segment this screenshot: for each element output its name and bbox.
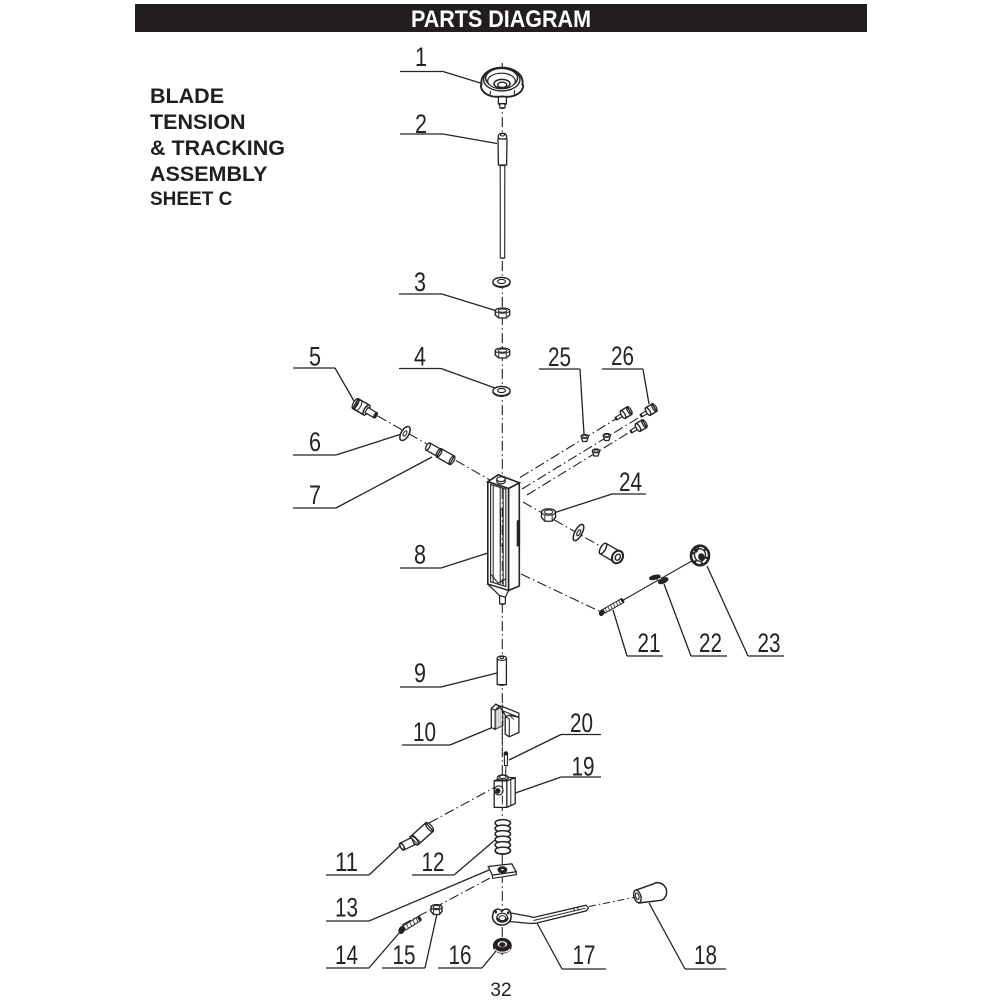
svg-text:32: 32 — [490, 980, 511, 1000]
svg-text:5: 5 — [309, 342, 321, 372]
svg-text:10: 10 — [413, 717, 436, 747]
svg-text:TENSION: TENSION — [150, 110, 246, 134]
svg-text:7: 7 — [309, 480, 321, 510]
svg-text:BLADE: BLADE — [150, 84, 224, 108]
svg-text:2: 2 — [415, 109, 427, 139]
svg-text:3: 3 — [414, 267, 426, 297]
svg-text:14: 14 — [335, 940, 358, 970]
svg-text:19: 19 — [572, 752, 595, 782]
svg-text:ASSEMBLY: ASSEMBLY — [150, 162, 267, 186]
svg-text:15: 15 — [393, 940, 416, 970]
svg-text:12: 12 — [422, 847, 445, 877]
svg-text:6: 6 — [309, 427, 321, 457]
svg-text:16: 16 — [449, 940, 472, 970]
svg-text:4: 4 — [414, 342, 426, 372]
svg-text:23: 23 — [758, 628, 781, 658]
svg-text:9: 9 — [414, 658, 426, 688]
svg-text:22: 22 — [699, 628, 722, 658]
svg-text:21: 21 — [638, 628, 661, 658]
svg-text:13: 13 — [335, 893, 358, 923]
svg-text:17: 17 — [573, 940, 596, 970]
svg-text:26: 26 — [611, 341, 634, 371]
svg-text:24: 24 — [619, 467, 642, 497]
svg-text:SHEET C: SHEET C — [150, 189, 233, 210]
svg-text:& TRACKING: & TRACKING — [150, 136, 285, 160]
svg-text:18: 18 — [694, 940, 717, 970]
svg-text:11: 11 — [335, 847, 358, 877]
svg-text:25: 25 — [548, 342, 571, 372]
svg-text:8: 8 — [414, 540, 426, 570]
svg-text:20: 20 — [570, 708, 593, 738]
svg-text:PARTS DIAGRAM: PARTS DIAGRAM — [411, 6, 591, 33]
svg-text:1: 1 — [415, 42, 427, 72]
